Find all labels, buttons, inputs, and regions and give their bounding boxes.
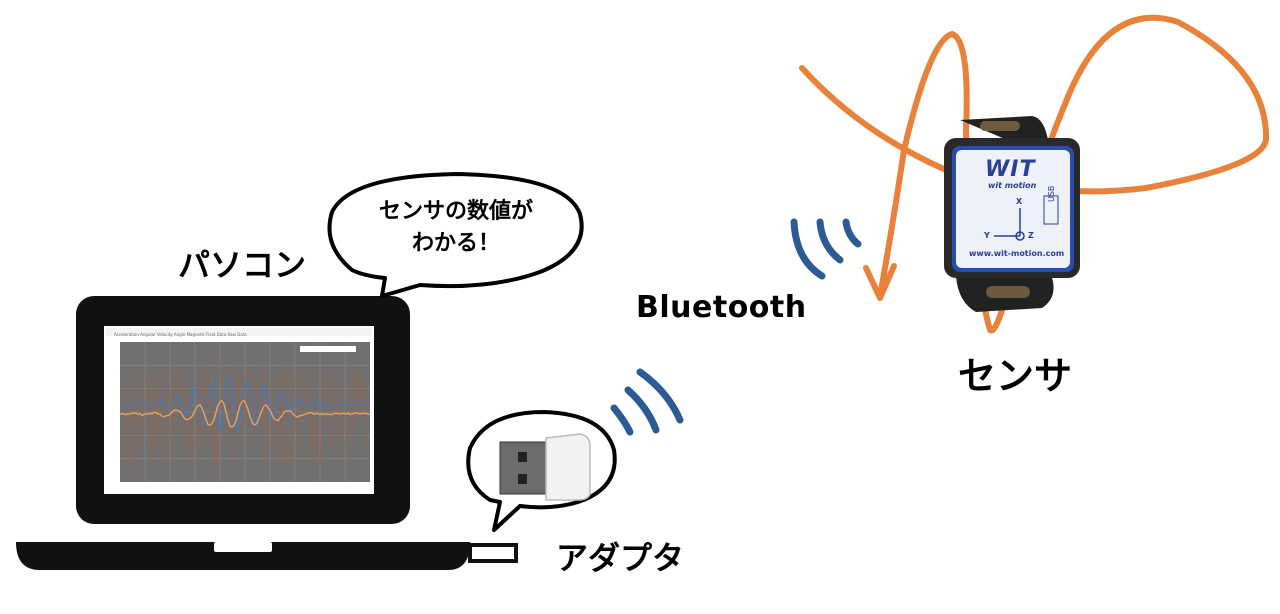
usb-plug-hole: [518, 474, 527, 484]
speech-bubble-text: センサの数値が わかる！: [336, 196, 576, 260]
label-pc: パソコン: [178, 240, 306, 286]
sensor-strap-hole: [980, 121, 1020, 131]
usb-label: USB: [1047, 186, 1056, 202]
laptop-touchpad-notch: [214, 542, 272, 552]
label-sensor: センサ: [958, 345, 1072, 400]
adapter-signal-icon: [614, 372, 680, 432]
axis-x-label: X: [1016, 197, 1022, 206]
axis-y-label: Y: [984, 231, 990, 240]
sensor-signal-icon: [794, 222, 858, 276]
usb-adapter-body: [546, 434, 590, 500]
sensor-brand-logo: WIT: [985, 157, 1035, 182]
sensor-strap-hole: [986, 286, 1030, 298]
label-adapter: アダプタ: [556, 533, 684, 579]
speech-bubble-line: わかる！: [336, 228, 576, 260]
adapter-bubble: [468, 412, 615, 530]
chart-legend: [300, 346, 356, 352]
sensor-url: www.wit-motion.com: [969, 249, 1064, 258]
sensor-device: [944, 116, 1080, 312]
label-bluetooth: Bluetooth: [636, 290, 807, 325]
screen-tabs: Acceleration Angular Velocity Angle Magn…: [114, 332, 247, 337]
sensor-brand-sub: wit motion: [988, 181, 1036, 190]
usb-port: [470, 545, 516, 561]
usb-plug-hole: [518, 452, 527, 462]
axis-z-label: Z: [1028, 231, 1034, 240]
screen-chart: [106, 328, 372, 482]
usb-plug-metal: [500, 442, 552, 494]
speech-bubble-line: センサの数値が: [336, 196, 576, 228]
